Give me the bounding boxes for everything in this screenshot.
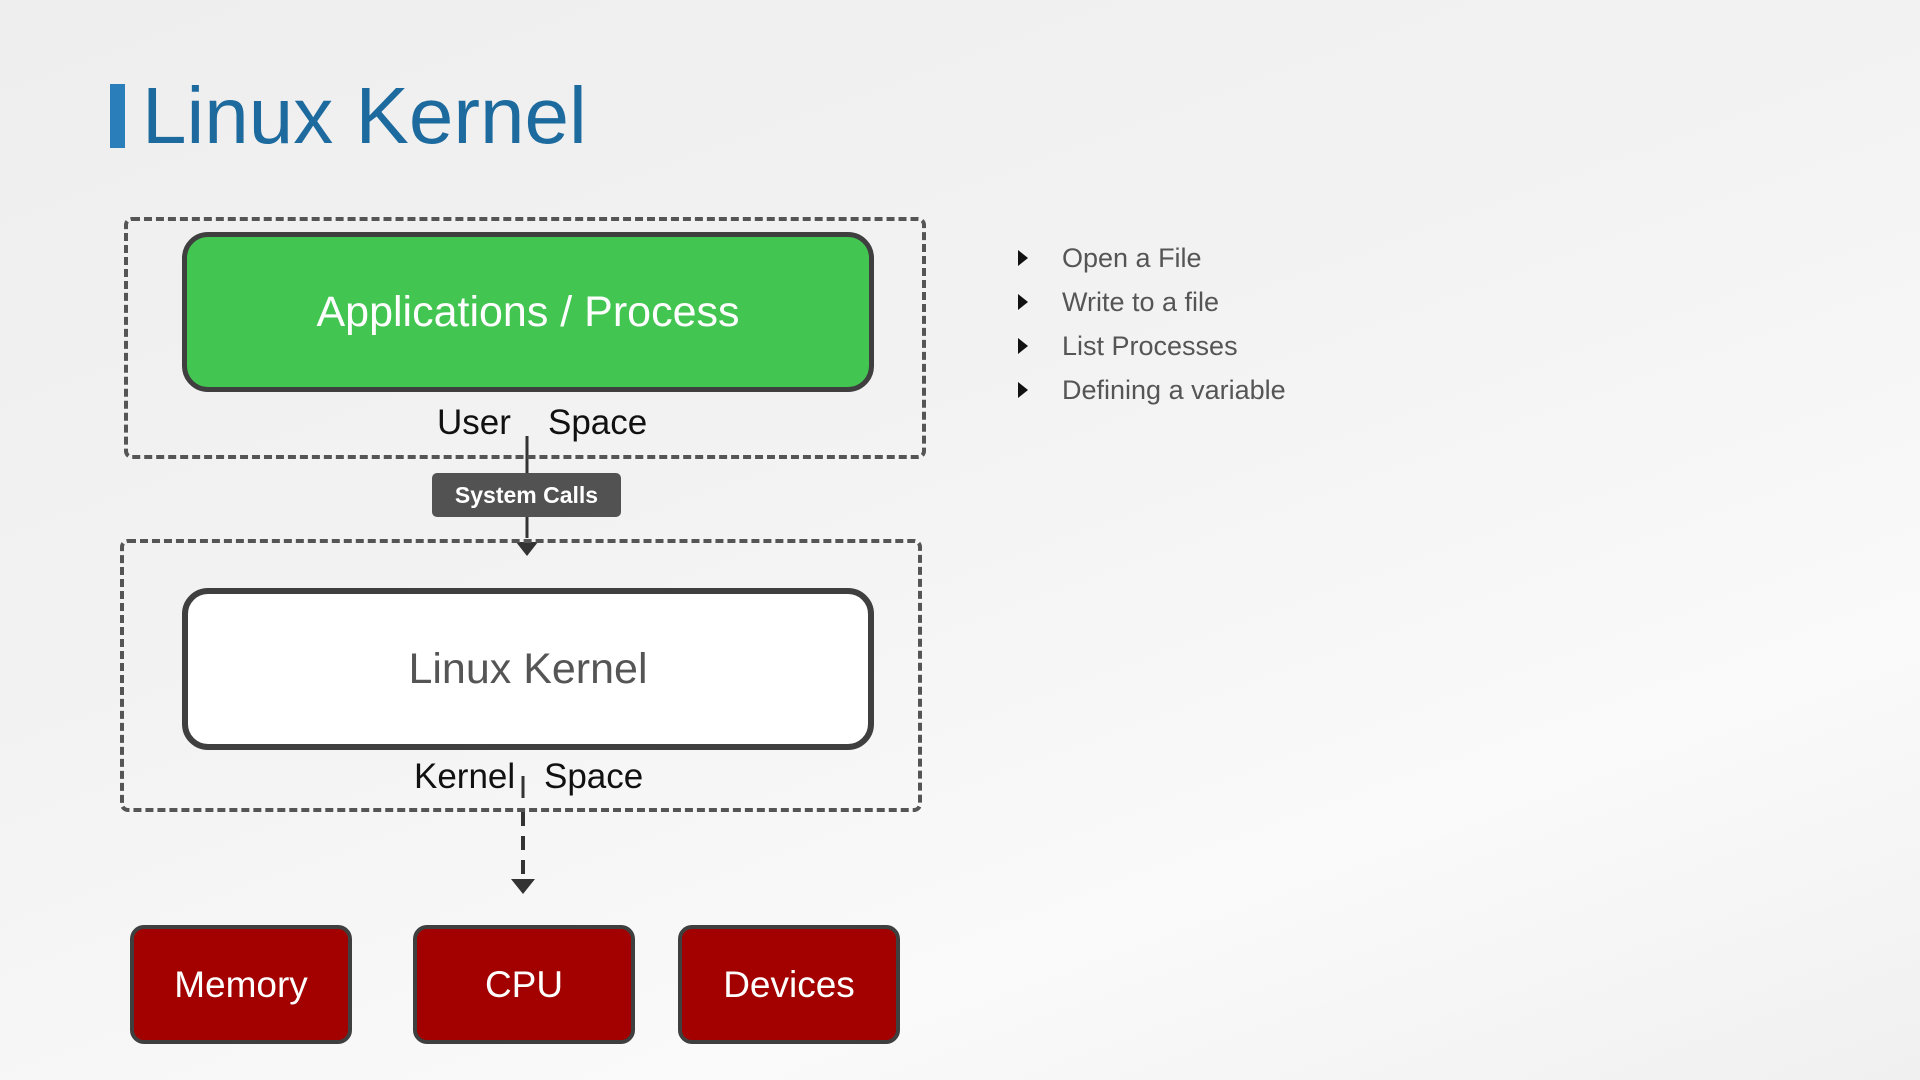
list-item-label: Open a File	[1062, 243, 1202, 273]
syscall-arrow-head	[516, 542, 538, 556]
applications-process-box: Applications / Process	[182, 232, 874, 392]
triangle-bullet-icon	[1018, 250, 1028, 266]
user-space-region	[124, 217, 926, 459]
title-accent-bar	[110, 84, 125, 148]
triangle-bullet-icon	[1018, 294, 1028, 310]
devices-box: Devices	[678, 925, 900, 1044]
user-space-label-left: User	[437, 403, 511, 442]
linux-kernel-label: Linux Kernel	[408, 644, 648, 693]
linux-kernel-box: Linux Kernel	[182, 588, 874, 750]
memory-label: Memory	[174, 963, 308, 1005]
kernel-space-label-left: Kernel	[414, 757, 516, 796]
hardware-arrow-head	[511, 879, 535, 894]
list-item-label: Write to a file	[1062, 287, 1220, 317]
user-space-label-right: Space	[548, 403, 648, 442]
page-title: Linux Kernel	[142, 71, 587, 160]
list-item-label: Defining a variable	[1062, 375, 1286, 405]
list-item: Open a File	[1016, 236, 1286, 280]
triangle-bullet-icon	[1018, 338, 1028, 354]
list-item: List Processes	[1016, 324, 1286, 368]
system-calls-label: System Calls	[454, 481, 599, 508]
triangle-bullet-icon	[1018, 382, 1028, 398]
system-calls-badge: System Calls	[432, 473, 621, 517]
kernel-space-region	[120, 539, 922, 812]
memory-box: Memory	[130, 925, 352, 1044]
cpu-label: CPU	[484, 963, 564, 1005]
kernel-space-label-right: Space	[544, 757, 644, 796]
system-call-examples-list: Open a File Write to a file List Process…	[1016, 236, 1286, 412]
list-item: Defining a variable	[1016, 368, 1286, 412]
cpu-box: CPU	[413, 925, 635, 1044]
list-item-label: List Processes	[1062, 331, 1238, 361]
applications-process-label: Applications / Process	[316, 287, 740, 336]
devices-label: Devices	[723, 963, 855, 1005]
list-item: Write to a file	[1016, 280, 1286, 324]
